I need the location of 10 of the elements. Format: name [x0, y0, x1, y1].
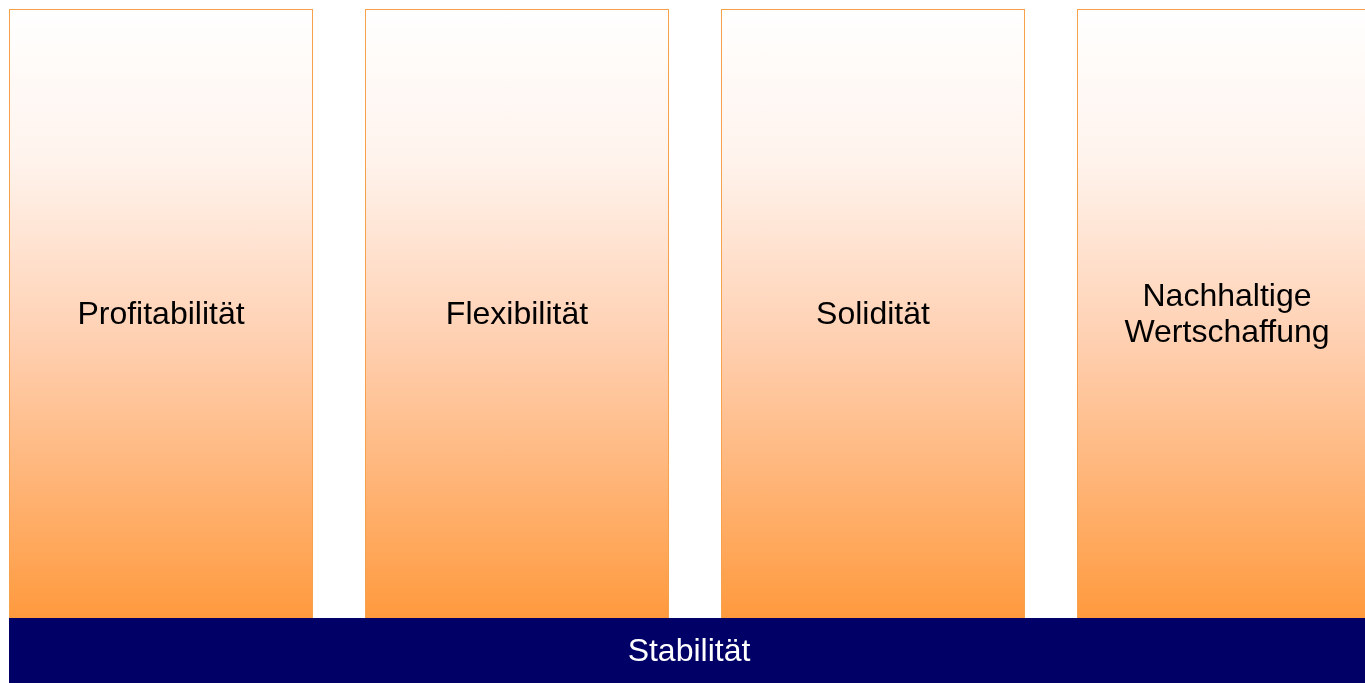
- pillar-label: Solidität: [816, 296, 930, 332]
- pillar-column: [365, 9, 669, 619]
- foundation-label: Stabilität: [627, 632, 751, 669]
- pillar-column: [1077, 9, 1365, 619]
- pillar-label: Flexibilität: [445, 296, 589, 332]
- pillar-label: Nachhaltige Wertschaffung: [1123, 278, 1331, 350]
- foundation-bar: [9, 618, 1365, 683]
- pillar-column: [721, 9, 1025, 619]
- pillar-label: Profitabilität: [77, 296, 245, 332]
- pillar-column: [9, 9, 313, 619]
